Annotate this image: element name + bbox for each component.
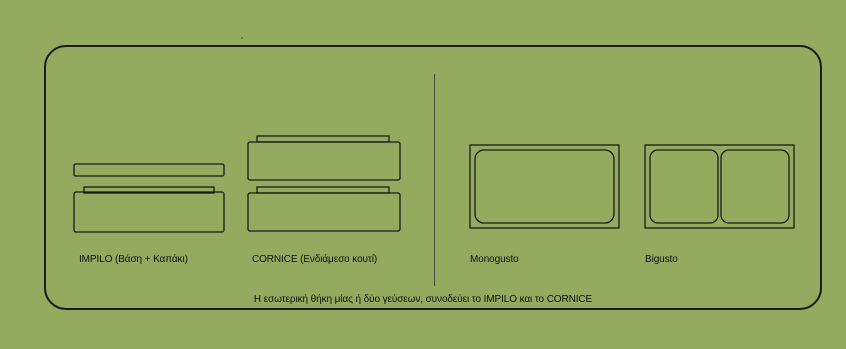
bigusto-tray-icon [644, 144, 795, 229]
impilo-base-icon [73, 186, 225, 233]
speck [241, 37, 243, 39]
cornice-bottom-icon [247, 186, 401, 232]
cornice-top-icon [247, 135, 401, 181]
monogusto-tray-icon [469, 144, 620, 229]
impilo-label: IMPILO (Βάση + Καπάκι) [79, 254, 188, 265]
footer-caption: Η εσωτερική θήκη μίας ή δύο γεύσεων, συν… [253, 294, 593, 305]
diagram-frame [44, 45, 822, 310]
cornice-label: CORNICE (Ενδιάμεσο κουτί) [252, 254, 378, 265]
impilo-lid-icon [73, 163, 225, 177]
bigusto-label: Bigusto [645, 254, 678, 265]
section-divider [434, 74, 435, 286]
monogusto-label: Monogusto [470, 254, 519, 265]
